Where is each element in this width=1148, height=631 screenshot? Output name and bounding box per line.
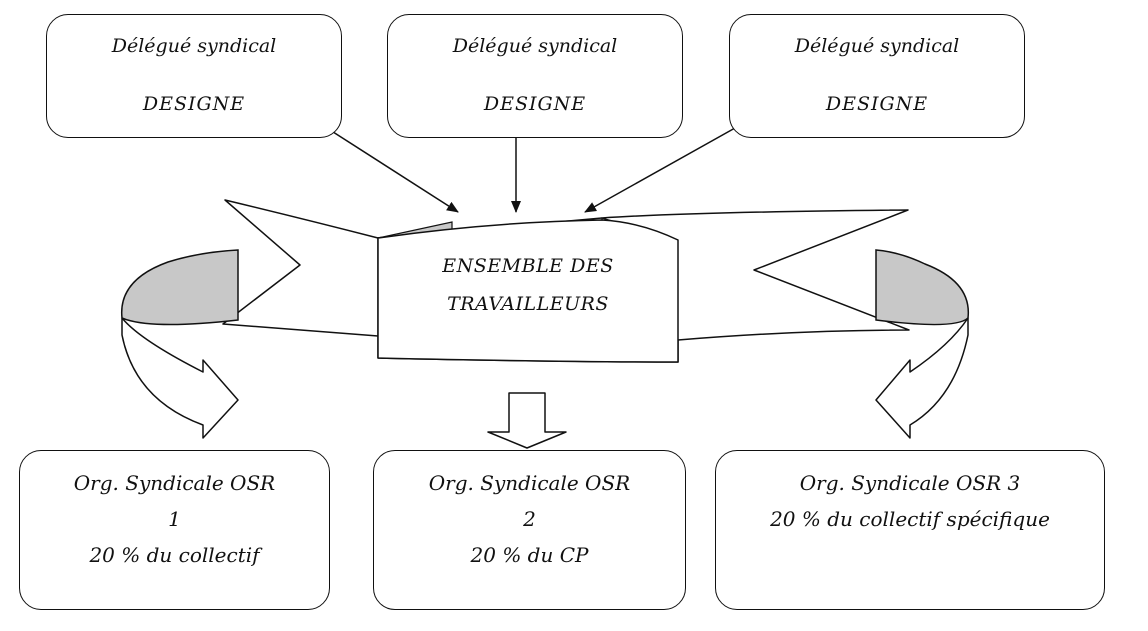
organization-name: Org. Syndicale OSR 3 xyxy=(799,471,1021,495)
delegate-box-2: Délégué syndical DESIGNE xyxy=(387,14,683,138)
organization-name: Org. Syndicale OSR xyxy=(428,471,631,495)
organization-number: 2 xyxy=(523,507,536,531)
center-line-2: TRAVAILLEURS xyxy=(447,293,609,315)
organization-share: 20 % du collectif spécifique xyxy=(770,507,1050,531)
curved-arrow-right xyxy=(875,249,970,439)
organization-number: 1 xyxy=(168,507,181,531)
organization-name: Org. Syndicale OSR xyxy=(73,471,276,495)
banner-shape xyxy=(222,199,910,363)
delegate-box-1: Délégué syndical DESIGNE xyxy=(46,14,342,138)
organization-box-1: Org. Syndicale OSR 1 20 % du collectif xyxy=(19,450,330,610)
down-block-arrow xyxy=(487,392,567,449)
curved-arrow-left xyxy=(120,249,239,439)
arrow-right-delegate xyxy=(584,127,736,213)
center-line-1: ENSEMBLE DES xyxy=(442,255,614,277)
organization-share: 20 % du collectif xyxy=(89,543,260,567)
organization-box-2: Org. Syndicale OSR 2 20 % du CP xyxy=(373,450,686,610)
organization-box-3: Org. Syndicale OSR 3 20 % du collectif s… xyxy=(715,450,1105,610)
organization-share: 20 % du CP xyxy=(470,543,589,567)
delegate-title: Délégué syndical xyxy=(111,35,277,57)
delegate-box-3: Délégué syndical DESIGNE xyxy=(729,14,1025,138)
delegate-title: Délégué syndical xyxy=(794,35,960,57)
delegate-status: DESIGNE xyxy=(483,93,587,115)
delegate-status: DESIGNE xyxy=(142,93,246,115)
delegate-title: Délégué syndical xyxy=(452,35,618,57)
arrow-left-delegate xyxy=(329,129,459,213)
delegate-status: DESIGNE xyxy=(825,93,929,115)
